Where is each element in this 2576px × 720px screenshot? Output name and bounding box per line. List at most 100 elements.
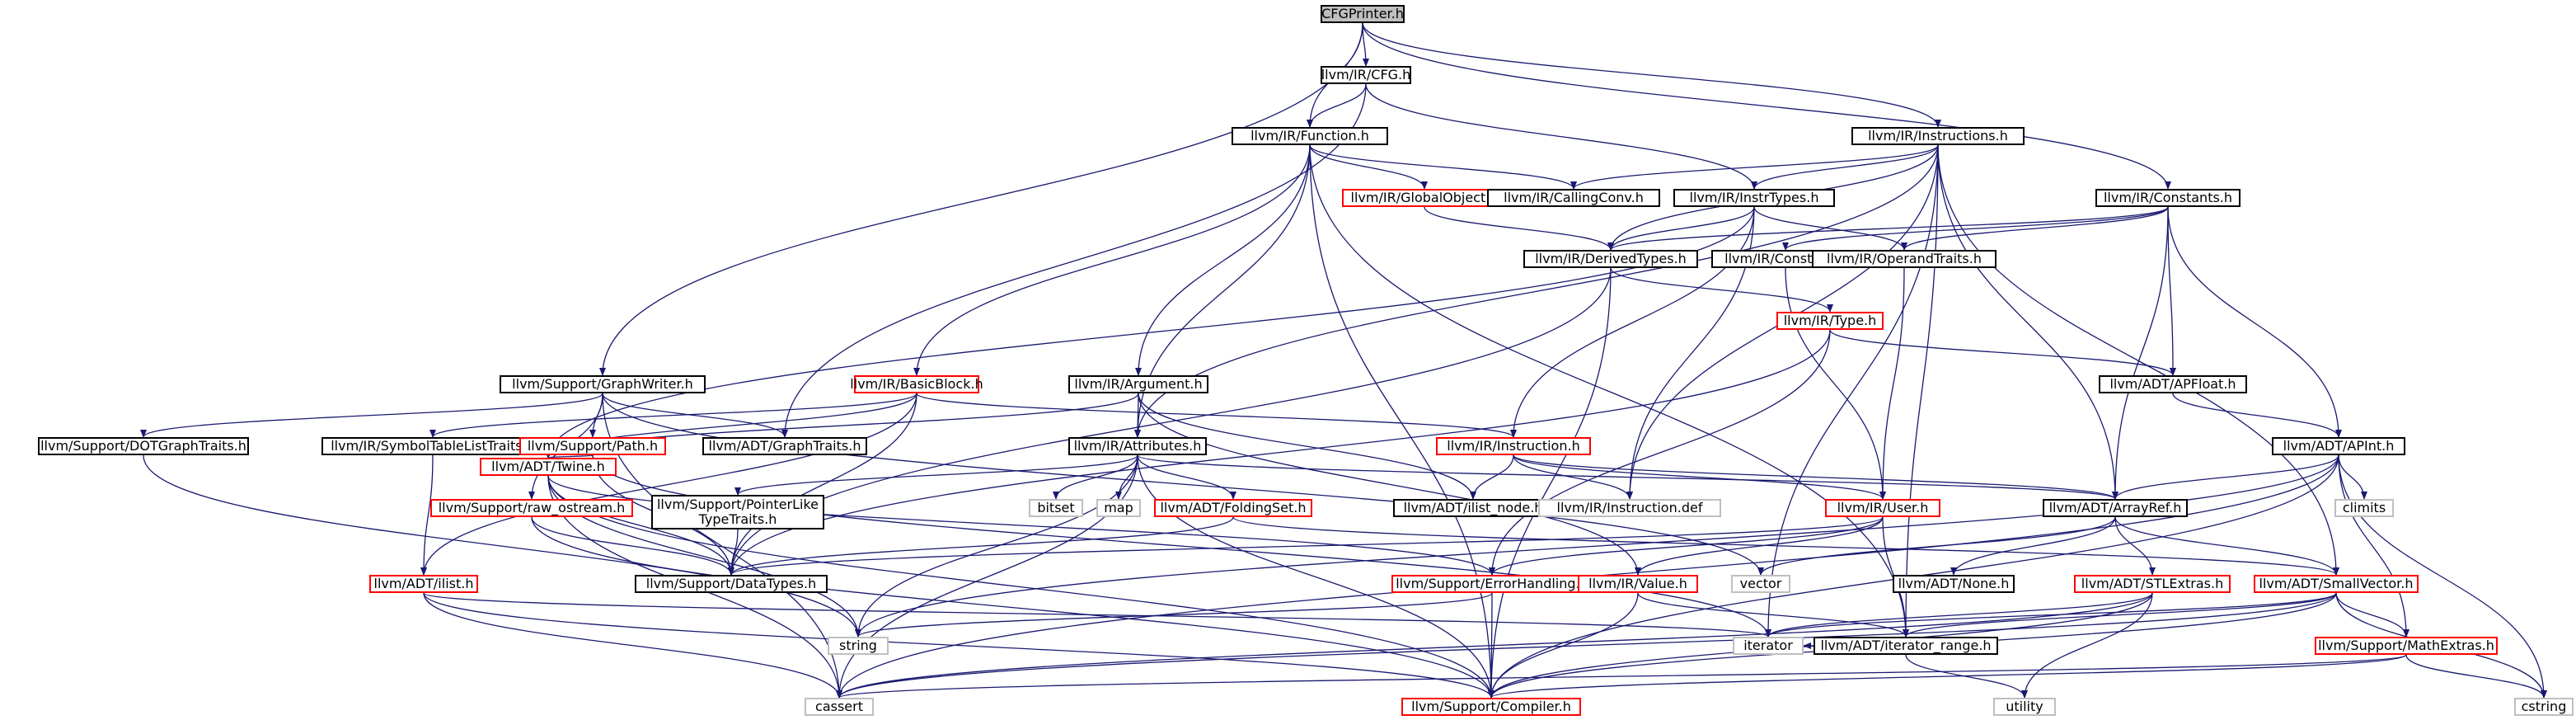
node-label: llvm/IR/SymbolTableListTraits.h bbox=[331, 437, 535, 454]
node-support-pointerliketypetraits[interactable]: llvm/Support/PointerLike TypeTraits.h bbox=[651, 495, 824, 529]
node-ir-argument[interactable]: llvm/IR/Argument.h bbox=[1068, 375, 1208, 393]
node-label: llvm/IR/Instruction.def bbox=[1556, 499, 1703, 515]
node-label: llvm/IR/Type.h bbox=[1783, 312, 1877, 328]
edge-ir-globalobject-to-ir-derivedtypes bbox=[1424, 206, 1614, 251]
node-ir-instruction[interactable]: llvm/IR/Instruction.h bbox=[1436, 437, 1591, 455]
node-support-datatypes[interactable]: llvm/Support/DataTypes.h bbox=[635, 575, 828, 593]
edge-ir-constants-to-ir-operandtraits bbox=[1901, 206, 2169, 251]
node-label: llvm/Support/PointerLike TypeTraits.h bbox=[656, 496, 819, 527]
edge-ir-symboltablelisttraits-to-adt-ilist bbox=[420, 454, 434, 576]
edge-support-mathextras-to-cstring bbox=[2405, 654, 2547, 699]
node-adt-ilist-node[interactable]: llvm/ADT/ilist_node.h bbox=[1393, 499, 1553, 517]
node-label: llvm/IR/InstrTypes.h bbox=[1689, 189, 1819, 205]
edge-ir-instructions-to-adt-iterator-range bbox=[1903, 144, 1939, 638]
node-label: bitset bbox=[1037, 499, 1075, 515]
node-label: llvm/ADT/ilist.h bbox=[373, 575, 474, 591]
edge-adt-twine-to-support-errorhandling bbox=[547, 475, 1495, 576]
node-ir-operandtraits[interactable]: llvm/IR/OperandTraits.h bbox=[1812, 250, 1997, 268]
edge-ir-function-to-support-compiler bbox=[1309, 144, 1494, 699]
node-ir-value[interactable]: llvm/IR/Value.h bbox=[1578, 575, 1698, 593]
edge-adt-foldingset-to-adt-smallvector bbox=[1232, 516, 2339, 576]
edge-ir-attributes-to-support-pointerliketypetraits bbox=[734, 454, 1138, 496]
edge-support-raw-ostream-to-support-datatypes bbox=[531, 516, 734, 576]
node-adt-ilist[interactable]: llvm/ADT/ilist.h bbox=[369, 575, 478, 593]
node-ir-globalobject[interactable]: llvm/IR/GlobalObject.h bbox=[1342, 189, 1507, 207]
edge-ir-attributes-to-string bbox=[855, 454, 1138, 638]
node-ir-attributes[interactable]: llvm/IR/Attributes.h bbox=[1068, 437, 1207, 455]
edge-adt-foldingset-to-support-datatypes bbox=[728, 516, 1234, 576]
node-label: vector bbox=[1739, 575, 1782, 591]
edge-ir-instruction-to-ir-user bbox=[1513, 454, 1886, 500]
node-ir-instruction-def: llvm/IR/Instruction.def bbox=[1538, 499, 1721, 517]
node-adt-apfloat[interactable]: llvm/ADT/APFloat.h bbox=[2099, 375, 2247, 393]
node-label: llvm/ADT/GraphTraits.h bbox=[708, 437, 861, 454]
edge-cfgprinter-to-ir-instructions bbox=[1362, 22, 1941, 128]
node-adt-apint[interactable]: llvm/ADT/APInt.h bbox=[2272, 437, 2405, 455]
node-ir-callingconv[interactable]: llvm/IR/CallingConv.h bbox=[1487, 189, 1660, 207]
edge-ir-constants-to-adt-arrayref bbox=[2112, 206, 2169, 500]
edge-ir-basicblock-to-support-datatypes bbox=[728, 393, 917, 576]
edge-ir-attributes-to-adt-foldingset bbox=[1137, 454, 1236, 500]
node-adt-stlextras[interactable]: llvm/ADT/STLExtras.h bbox=[2074, 575, 2231, 593]
node-label: llvm/Support/DataTypes.h bbox=[645, 575, 817, 591]
edge-cfgprinter-to-support-graphwriter bbox=[599, 22, 1363, 376]
node-adt-twine[interactable]: llvm/ADT/Twine.h bbox=[480, 458, 617, 476]
node-ir-constants[interactable]: llvm/IR/Constants.h bbox=[2095, 189, 2241, 207]
edge-ir-attributes-to-bitset bbox=[1053, 454, 1138, 500]
node-label: llvm/IR/Argument.h bbox=[1074, 375, 1203, 392]
node-label: llvm/IR/Attributes.h bbox=[1073, 437, 1202, 454]
node-label: llvm/ADT/STLExtras.h bbox=[2081, 575, 2224, 591]
node-adt-graphtraits[interactable]: llvm/ADT/GraphTraits.h bbox=[702, 437, 867, 455]
node-map: map bbox=[1096, 499, 1141, 517]
node-ir-symboltablelisttraits[interactable]: llvm/IR/SymbolTableListTraits.h bbox=[321, 437, 544, 455]
edge-ir-value-to-adt-iterator-range bbox=[1637, 592, 1909, 638]
node-ir-type[interactable]: llvm/IR/Type.h bbox=[1776, 312, 1884, 330]
node-ir-user[interactable]: llvm/IR/User.h bbox=[1825, 499, 1940, 517]
node-support-compiler[interactable]: llvm/Support/Compiler.h bbox=[1401, 698, 1581, 716]
edge-support-path-to-iterator bbox=[592, 454, 1771, 638]
node-ir-basicblock[interactable]: llvm/IR/BasicBlock.h bbox=[850, 375, 983, 393]
node-ir-instructions[interactable]: llvm/IR/Instructions.h bbox=[1851, 127, 2025, 145]
node-label: map bbox=[1104, 499, 1133, 515]
node-adt-foldingset[interactable]: llvm/ADT/FoldingSet.h bbox=[1154, 499, 1312, 517]
edge-ir-value-to-support-compiler bbox=[1488, 592, 1639, 699]
node-cassert: cassert bbox=[805, 698, 874, 716]
node-label: llvm/Support/Compiler.h bbox=[1411, 698, 1571, 714]
node-ir-derivedtypes[interactable]: llvm/IR/DerivedTypes.h bbox=[1523, 250, 1698, 268]
node-label: string bbox=[839, 637, 877, 653]
node-support-errorhandling[interactable]: llvm/Support/ErrorHandling.h bbox=[1391, 575, 1593, 593]
edge-support-path-to-adt-twine bbox=[545, 449, 594, 459]
edge-adt-smallvector-to-support-mathextras bbox=[2335, 592, 2409, 638]
node-label: llvm/ADT/None.h bbox=[1898, 575, 2010, 591]
node-label: llvm/ADT/APFloat.h bbox=[2109, 375, 2236, 392]
edge-adt-apfloat-to-adt-apint bbox=[2172, 393, 2342, 438]
edge-ir-instructions-to-ir-callingconv bbox=[1570, 144, 1939, 190]
node-ir-cfg[interactable]: llvm/IR/CFG.h bbox=[1321, 66, 1411, 84]
edge-adt-arrayref-to-adt-smallvector bbox=[2114, 516, 2339, 576]
edge-support-graphwriter-to-vector bbox=[602, 393, 1764, 576]
node-adt-smallvector[interactable]: llvm/ADT/SmallVector.h bbox=[2254, 575, 2419, 593]
node-support-dotgraphtraits[interactable]: llvm/Support/DOTGraphTraits.h bbox=[38, 437, 249, 455]
node-support-graphwriter[interactable]: llvm/Support/GraphWriter.h bbox=[500, 375, 706, 393]
edge-adt-ilist-to-support-compiler bbox=[423, 592, 1494, 699]
edge-ir-type-to-support-errorhandling bbox=[1489, 329, 1831, 576]
node-support-raw-ostream[interactable]: llvm/Support/raw_ostream.h bbox=[430, 499, 633, 517]
edge-ir-constants-to-ir-derivedtypes bbox=[1607, 206, 2169, 251]
edge-adt-smallvector-to-adt-iterator-range bbox=[1903, 592, 2337, 638]
edge-ir-basicblock-to-ir-symboltablelisttraits bbox=[429, 393, 917, 438]
node-adt-iterator-range[interactable]: llvm/ADT/iterator_range.h bbox=[1814, 637, 1998, 655]
edge-adt-twine-to-support-compiler bbox=[547, 475, 1494, 699]
node-label: llvm/Support/ErrorHandling.h bbox=[1396, 575, 1588, 591]
edge-ir-constant-to-ir-user bbox=[1785, 267, 1886, 500]
node-label: utility bbox=[2006, 698, 2043, 714]
node-adt-arrayref[interactable]: llvm/ADT/ArrayRef.h bbox=[2043, 499, 2188, 517]
node-adt-none[interactable]: llvm/ADT/None.h bbox=[1893, 575, 2015, 593]
edge-ir-function-to-ir-argument bbox=[1135, 144, 1311, 376]
edge-ir-user-to-support-errorhandling bbox=[1489, 516, 1884, 576]
node-support-mathextras[interactable]: llvm/Support/MathExtras.h bbox=[2315, 637, 2498, 655]
node-support-path[interactable]: llvm/Support/Path.h bbox=[519, 437, 666, 455]
edge-adt-arrayref-to-adt-stlextras bbox=[2114, 516, 2156, 576]
node-ir-instrtypes[interactable]: llvm/IR/InstrTypes.h bbox=[1673, 189, 1835, 207]
node-ir-function[interactable]: llvm/IR/Function.h bbox=[1232, 127, 1388, 145]
